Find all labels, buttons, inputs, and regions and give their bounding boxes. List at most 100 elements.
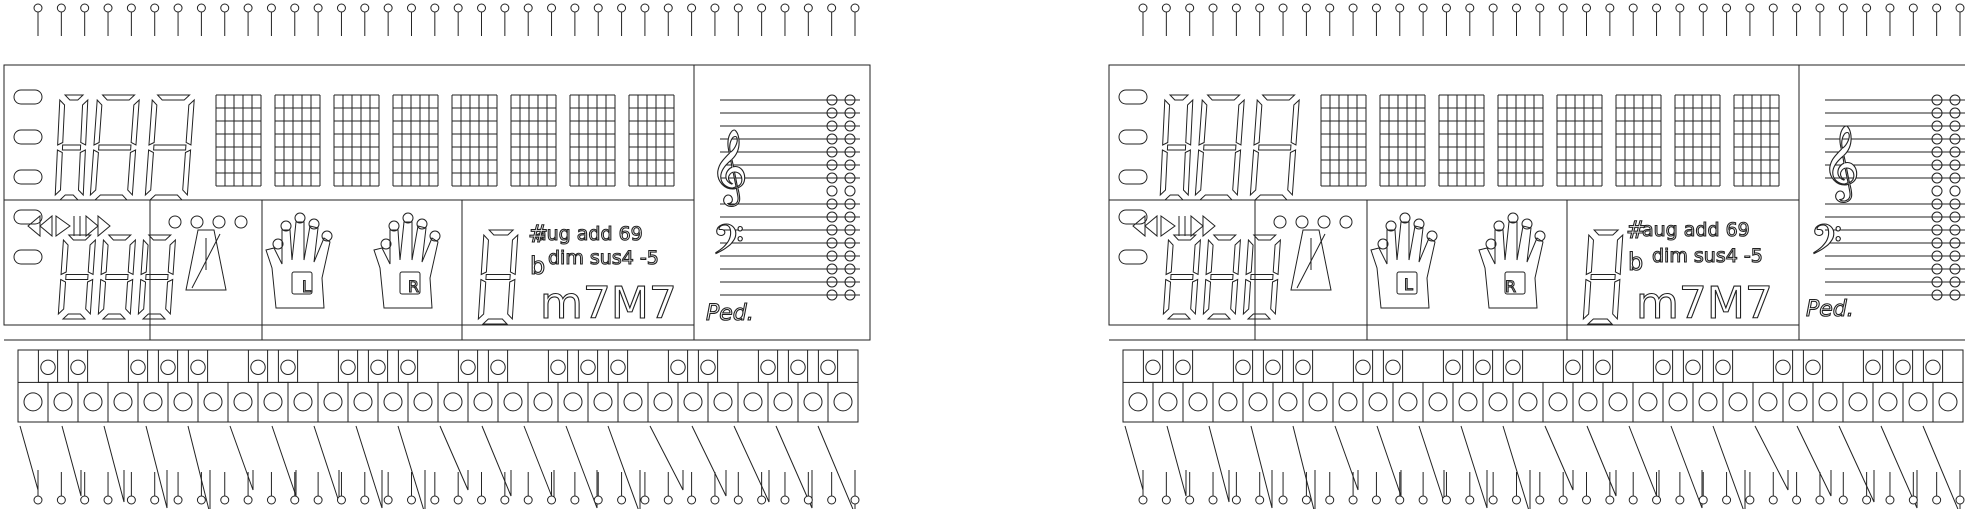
terminal-pin bbox=[290, 495, 300, 505]
terminal-pin bbox=[173, 495, 183, 505]
finger-pin bbox=[1493, 220, 1505, 232]
black-key-pin bbox=[190, 359, 206, 375]
white-key-pin bbox=[1758, 392, 1778, 412]
terminal-pin bbox=[1908, 495, 1918, 505]
dot-matrix-char bbox=[274, 94, 321, 187]
seven-segment-bar bbox=[97, 278, 107, 316]
white-key-pin bbox=[113, 392, 133, 412]
terminal-pin bbox=[757, 3, 767, 13]
seven-segment-bar bbox=[60, 238, 69, 276]
terminal-pin bbox=[360, 495, 370, 505]
white-key-pin bbox=[1248, 392, 1268, 412]
side-indicator bbox=[1118, 89, 1148, 105]
finger-pin bbox=[294, 212, 306, 224]
fan-trace bbox=[565, 425, 598, 509]
beat-digit-1 bbox=[57, 234, 97, 320]
terminal-pin bbox=[56, 3, 66, 13]
fan-trace bbox=[481, 425, 512, 497]
seven-segment-bar bbox=[61, 313, 87, 320]
terminal-pin bbox=[80, 3, 90, 13]
terminal-pin bbox=[1231, 495, 1241, 505]
digit-ones bbox=[1249, 94, 1300, 201]
finger-pin bbox=[1385, 220, 1397, 232]
right-hand-icon bbox=[373, 212, 441, 309]
seven-segment-bar bbox=[127, 149, 137, 197]
white-key-pin bbox=[353, 392, 373, 412]
terminal-pin bbox=[477, 3, 487, 13]
seven-segment-bar bbox=[93, 98, 103, 146]
hand-left-label: L bbox=[302, 277, 311, 296]
seven-segment-bar bbox=[1210, 274, 1234, 280]
side-indicator bbox=[1118, 249, 1148, 265]
white-key-pin bbox=[23, 392, 43, 412]
keyboard bbox=[1122, 349, 1964, 423]
terminal-pin bbox=[523, 495, 533, 505]
terminal-pin bbox=[56, 495, 66, 505]
seven-segment-bar bbox=[130, 98, 140, 146]
terminal-pin bbox=[126, 495, 136, 505]
terminal-pin bbox=[430, 495, 440, 505]
dot-matrix-char bbox=[1379, 94, 1426, 187]
terminal-pin bbox=[1745, 495, 1755, 505]
grand-staff bbox=[720, 94, 860, 301]
white-key-pin bbox=[1218, 392, 1238, 412]
fan-trace bbox=[1334, 425, 1359, 491]
terminal-pin bbox=[33, 495, 43, 505]
white-key-pin bbox=[1488, 392, 1508, 412]
terminal-pin bbox=[1792, 495, 1802, 505]
beat-digit-1 bbox=[1162, 234, 1202, 320]
digit-tens bbox=[1194, 94, 1245, 201]
seven-segment-bar bbox=[127, 238, 137, 276]
seven-segment-bar bbox=[1159, 149, 1168, 197]
terminal-pin bbox=[313, 495, 323, 505]
terminal-pin bbox=[150, 3, 160, 13]
black-key-pin bbox=[370, 359, 386, 375]
dot-matrix-char bbox=[1733, 94, 1780, 187]
seven-segment-bar bbox=[107, 234, 133, 241]
white-key-pin bbox=[1818, 392, 1838, 412]
chord-line-2: dim sus4 -5 bbox=[1652, 245, 1763, 267]
seven-segment-bar bbox=[1245, 238, 1254, 276]
seven-segment-bar bbox=[1203, 144, 1237, 151]
black-key-pin bbox=[400, 359, 416, 375]
terminal-pin bbox=[1745, 3, 1755, 13]
fan-trace bbox=[1208, 425, 1230, 503]
hand-label-box bbox=[1396, 271, 1418, 295]
terminal-pin bbox=[1231, 3, 1241, 13]
dot-matrix-char bbox=[392, 94, 439, 187]
beat-digit-2 bbox=[97, 234, 137, 320]
black-key-pin bbox=[760, 359, 776, 375]
pedal-label: Ped. bbox=[1806, 297, 1854, 322]
terminal-pin bbox=[663, 3, 673, 13]
fan-trace bbox=[1880, 425, 1918, 509]
white-key-pin bbox=[743, 392, 763, 412]
seven-segment-bar bbox=[65, 274, 89, 280]
black-key-pin bbox=[1865, 359, 1881, 375]
white-key-pin bbox=[1458, 392, 1478, 412]
fan-trace bbox=[1292, 425, 1316, 513]
black-key-pin bbox=[250, 359, 266, 375]
white-key-pin bbox=[1848, 392, 1868, 412]
seven-segment-bar bbox=[1166, 144, 1187, 151]
fan-trace bbox=[691, 425, 727, 497]
seven-segment-bar bbox=[1172, 234, 1198, 241]
note-pin bbox=[1949, 185, 1961, 197]
terminal-pin bbox=[1885, 3, 1895, 13]
white-key-pin bbox=[1308, 392, 1328, 412]
terminal-pin bbox=[266, 3, 276, 13]
seven-segment-bar bbox=[1232, 149, 1242, 197]
seven-segment-bar bbox=[101, 94, 136, 101]
terminal-pin bbox=[1838, 3, 1848, 13]
terminal-pin bbox=[1815, 495, 1825, 505]
fan-trace bbox=[1796, 425, 1832, 497]
white-key-pin bbox=[1518, 392, 1538, 412]
seven-segment-bar bbox=[125, 278, 134, 316]
digit-tens bbox=[89, 94, 140, 201]
white-key-pin bbox=[1578, 392, 1598, 412]
sharp-sign: # bbox=[1626, 216, 1646, 244]
terminal-pin bbox=[1535, 495, 1545, 505]
side-indicator bbox=[13, 209, 43, 225]
black-key-pin bbox=[1655, 359, 1671, 375]
seven-segment-bar bbox=[140, 238, 149, 276]
